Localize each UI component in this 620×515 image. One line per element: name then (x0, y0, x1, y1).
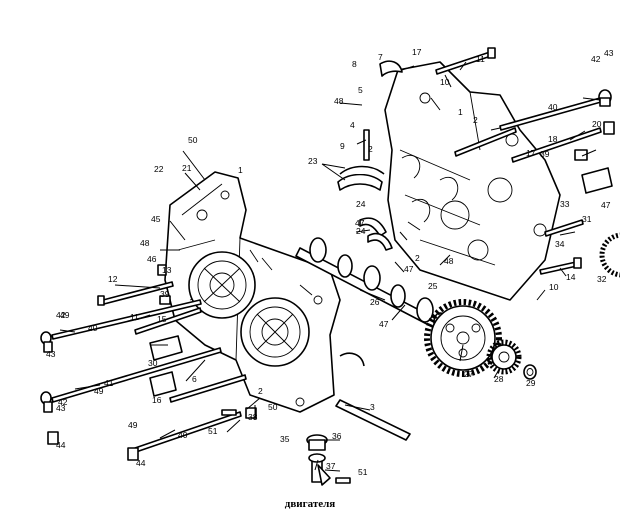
bolts-small-loose (221, 409, 351, 486)
callout-label: 29 (526, 378, 536, 388)
callout-label: 32 (597, 274, 607, 284)
callout-label: 2 (258, 386, 263, 396)
callout-label: 34 (555, 239, 565, 249)
callout-label: 48 (334, 96, 344, 106)
callout-label: 4 (350, 120, 355, 130)
callout-label: 30 (148, 358, 158, 368)
callout-label: 1 (458, 107, 463, 117)
callout-label: 26 (370, 297, 380, 307)
callout-label: 31 (582, 214, 592, 224)
callout-label: 20 (592, 119, 602, 129)
callout-label: 9 (340, 141, 345, 151)
callout-label: 15 (157, 314, 167, 324)
callout-label: 47 (601, 200, 611, 210)
callout-label: 1 (238, 165, 243, 175)
crankshaft-gear-small (486, 339, 522, 375)
callout-label: 47 (404, 264, 414, 274)
callout-label: 37 (326, 461, 336, 471)
callout-label: 44 (56, 440, 66, 450)
callout-label: 51 (358, 467, 368, 477)
callout-label: 2 (473, 115, 478, 125)
left-crankcase-half (164, 171, 341, 413)
callout-label: 36 (332, 431, 342, 441)
sleeves-and-bushings (149, 167, 613, 483)
callout-label: 5 (358, 85, 363, 95)
callout-label: 24 (356, 226, 366, 236)
callout-label: 2 (415, 253, 420, 263)
callout-label: 41 (104, 378, 114, 388)
callout-label: 39 (540, 149, 550, 159)
callout-label: 16 (152, 395, 162, 405)
callout-label: 27 (464, 369, 474, 379)
callout-label: 42 (56, 310, 66, 320)
callout-label: 35 (280, 434, 290, 444)
callout-label: 45 (151, 214, 161, 224)
callout-label: 43 (46, 349, 56, 359)
callout-label: 44 (136, 458, 146, 468)
callout-label: 40 (178, 430, 188, 440)
callout-label: 49 (60, 310, 70, 320)
callout-label: 47 (355, 218, 365, 228)
leader-lines (59, 61, 601, 472)
callout-label: 8 (352, 59, 357, 69)
camshaft-gear-large (424, 299, 502, 377)
callout-label: 23 (308, 156, 318, 166)
right-crankcase-half (384, 61, 561, 301)
callout-label: 40 (548, 102, 558, 112)
callout-label: 18 (548, 134, 558, 144)
callout-label: 50 (188, 135, 198, 145)
partial-gear-right-edge (599, 232, 620, 278)
callout-label: 49 (128, 420, 138, 430)
callout-label: 13 (162, 265, 172, 275)
callout-label: 3 (370, 402, 375, 412)
callout-label: 49 (94, 386, 104, 396)
callout-label: 24 (356, 199, 366, 209)
callout-label: 48 (444, 256, 454, 266)
callout-label: 10 (440, 77, 450, 87)
callout-label: 11 (130, 312, 139, 322)
callout-labels: 1122223456789101011111213141516171718202… (46, 47, 614, 477)
callout-label: 2 (368, 144, 373, 154)
callout-label: 43 (604, 48, 614, 58)
callout-label: 48 (140, 238, 150, 248)
figure-caption: двигателя (284, 498, 336, 510)
callout-label: 39 (160, 289, 170, 299)
callout-label: 42 (591, 54, 601, 64)
callout-label: 51 (208, 426, 218, 436)
callout-label: 28 (494, 374, 504, 384)
callout-label: 10 (549, 282, 559, 292)
callout-label: 14 (566, 272, 576, 282)
callout-label: 22 (154, 164, 164, 174)
callout-label: 21 (182, 163, 192, 173)
callout-label: 12 (108, 274, 118, 284)
callout-label: 11 (476, 54, 485, 64)
callout-label: 47 (379, 319, 389, 329)
nuts-and-washers (40, 89, 615, 461)
spacer-washer (523, 364, 537, 380)
callout-label: 6 (192, 374, 197, 384)
bearing-shells (337, 60, 403, 367)
callout-label: 42 (58, 397, 68, 407)
callout-label: 7 (378, 52, 383, 62)
callout-label: 17 (526, 148, 536, 158)
callout-label: 40 (88, 323, 98, 333)
long-studs (51, 47, 602, 453)
callout-label: 17 (412, 47, 422, 57)
callout-label: 38 (248, 412, 258, 422)
callout-label: 25 (428, 281, 438, 291)
callout-label: 43 (56, 403, 66, 413)
callout-label: 50 (268, 402, 278, 412)
callout-label: 33 (560, 199, 570, 209)
callout-label: 46 (147, 254, 157, 264)
